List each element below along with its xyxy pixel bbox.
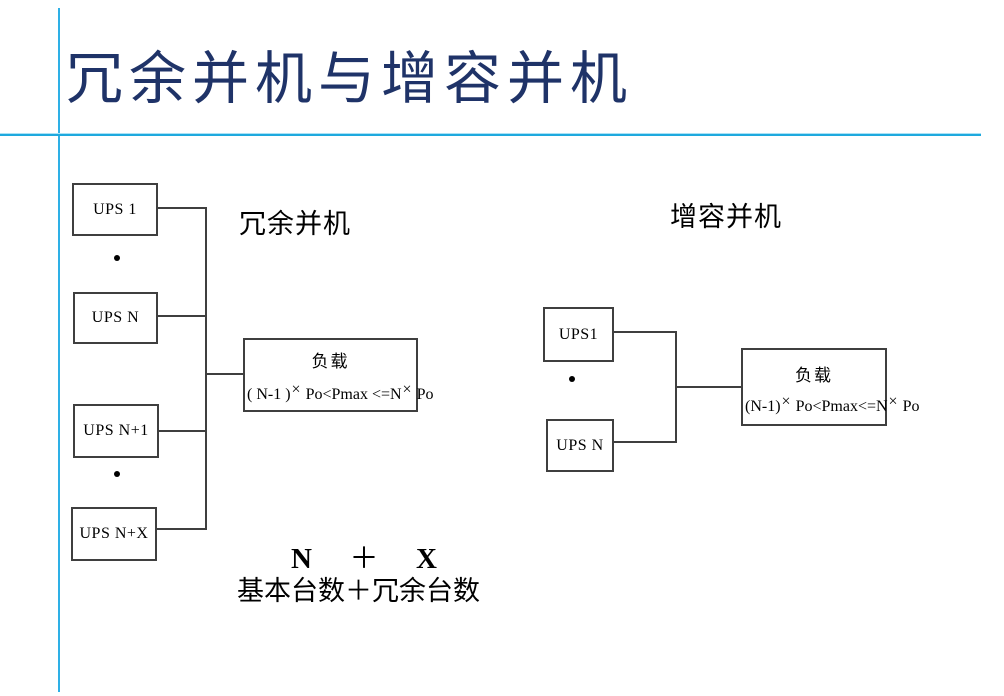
ups-box-n-plus-1: UPS N+1 (73, 404, 159, 458)
vertical-accent-line (58, 8, 60, 692)
ups-box-n-label: UPS N (91, 309, 140, 326)
ups-box-n-plus-1-label: UPS N+1 (83, 422, 149, 439)
load-formula: ( N-1 )× Po<Pmax <=N× Po (247, 381, 434, 403)
multiply-sign: × (402, 381, 412, 398)
n-plus-x-equation: N ＋ X (291, 535, 437, 577)
load-title: 负载 (311, 352, 350, 371)
ups-box-n-right: UPS N (546, 419, 614, 472)
ups-box-n-plus-x: UPS N+X (71, 507, 157, 561)
ups-box-1-right-label: UPS1 (558, 325, 599, 343)
bus-trunk-line (205, 207, 207, 530)
bus-trunk-line (675, 331, 677, 443)
horizontal-accent-line (0, 133, 981, 136)
load-formula: (N-1)× Po<Pmax<=N× Po (745, 393, 920, 415)
connector-line (205, 373, 243, 375)
n-term: N (291, 543, 312, 575)
x-term: X (416, 543, 437, 575)
ups-box-n-right-label: UPS N (556, 436, 604, 454)
connector-line (156, 207, 205, 209)
plus-sign: ＋ (349, 543, 379, 575)
ellipsis-dot (569, 376, 575, 382)
equation-caption: 基本台数＋冗余台数 (237, 576, 480, 606)
ups-box-1-right: UPS1 (543, 307, 614, 362)
load-title: 负载 (795, 366, 833, 385)
connector-line (677, 386, 741, 388)
connector-line (612, 441, 675, 443)
multiply-sign: × (291, 381, 301, 398)
ups-box-1: UPS 1 (72, 183, 158, 236)
ups-box-n-plus-x-label: UPS N+X (79, 525, 149, 542)
connector-line (157, 430, 205, 432)
connector-line (155, 528, 205, 530)
ellipsis-dot (114, 255, 120, 261)
left-diagram-label: 冗余并机 (239, 209, 351, 239)
page-title: 冗余并机与增容并机 (66, 48, 633, 111)
ups-box-n: UPS N (73, 292, 158, 344)
multiply-sign: × (781, 393, 791, 410)
load-box-left: 负载 ( N-1 )× Po<Pmax <=N× Po (243, 338, 434, 412)
connector-line (156, 315, 205, 317)
ups-box-1-label: UPS 1 (93, 200, 137, 218)
multiply-sign: × (888, 393, 898, 410)
right-diagram-label: 增容并机 (670, 202, 782, 232)
ellipsis-dot (114, 471, 120, 477)
load-box-right: 负载 (N-1)× Po<Pmax<=N× Po (741, 348, 920, 426)
connector-line (612, 331, 675, 333)
